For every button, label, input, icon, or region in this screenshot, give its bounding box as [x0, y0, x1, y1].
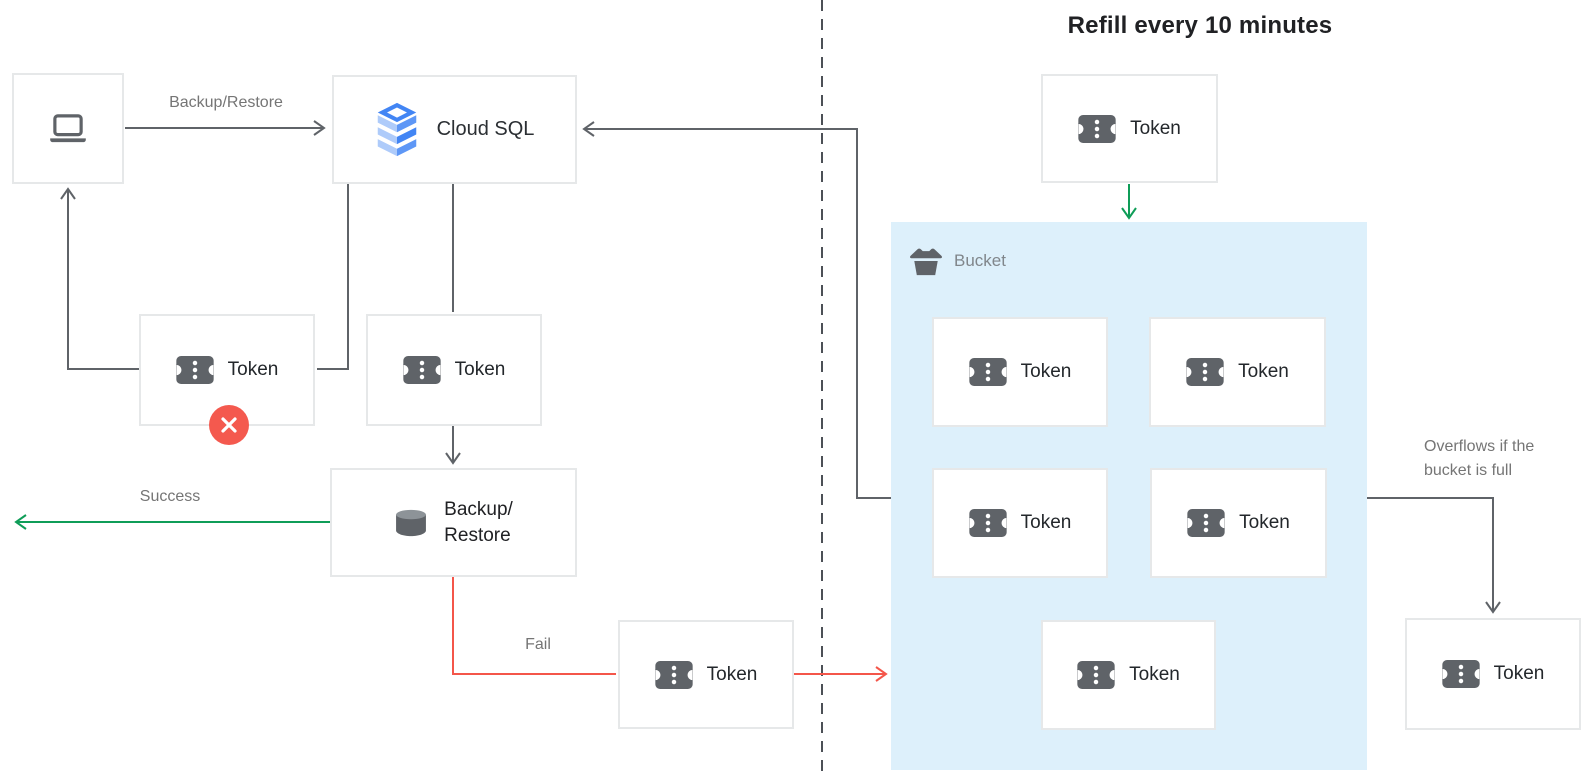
ticket-icon: [1078, 114, 1117, 143]
edge-bucket-overflow: [1367, 497, 1501, 614]
token-label: Token: [454, 359, 506, 380]
token-box: Token: [932, 468, 1108, 578]
token-box-fail: Token: [618, 620, 794, 729]
token-label: Token: [1129, 664, 1180, 685]
token-box: Token: [1149, 317, 1326, 427]
edge-bucket-to-cloudsql: [582, 121, 891, 499]
ticket-icon: [402, 356, 441, 384]
bucket-label: Bucket: [954, 251, 1006, 270]
overflow-label: Overflows if the bucket is full: [1424, 438, 1535, 479]
fail-label: Fail: [525, 636, 551, 653]
token-label: Token: [706, 663, 758, 685]
laptop-icon: [50, 113, 86, 142]
backup-restore-box: Backup/ Restore: [330, 468, 577, 577]
success-label: Success: [139, 488, 201, 505]
token-box-overflow: Token: [1405, 618, 1581, 730]
ticket-icon: [968, 358, 1007, 386]
refill-title: Refill every 10 minutes: [1067, 12, 1333, 39]
token-box-rejected: Token: [139, 314, 315, 445]
ticket-icon: [1186, 358, 1225, 386]
cloud-sql-label: Cloud SQL: [436, 118, 535, 140]
ticket-icon: [175, 356, 214, 384]
token-label: Token: [1020, 361, 1072, 382]
token-box-refill: Token: [1041, 74, 1218, 183]
bucket-region: Bucket Token Token Token Token: [891, 222, 1367, 770]
edge-token-to-laptop: [60, 187, 139, 370]
bucket-header: Bucket: [908, 246, 1006, 276]
edge-cloudsql-to-token: [317, 184, 349, 370]
cloud-sql-box: Cloud SQL: [332, 75, 577, 184]
token-box: Token: [1150, 468, 1327, 578]
ticket-icon: [1077, 661, 1116, 689]
cloud-sql-logo-icon: [377, 102, 416, 157]
ticket-icon: [1441, 660, 1480, 688]
token-label: Token: [227, 359, 279, 380]
ticket-icon: [968, 509, 1007, 537]
token-box: Token: [932, 317, 1108, 427]
token-box: Token: [366, 314, 542, 426]
token-label: Token: [1130, 117, 1181, 139]
token-box: Token: [1041, 620, 1216, 730]
token-label: Token: [1493, 663, 1545, 684]
token-label: Token: [1239, 512, 1290, 533]
backup-restore-label: Backup/ Restore: [444, 498, 513, 546]
edge-fail: [452, 577, 616, 675]
token-label: Token: [1020, 512, 1072, 533]
token-label: Token: [1238, 361, 1289, 382]
ticket-icon: [1187, 509, 1226, 537]
ticket-icon: [654, 660, 693, 689]
bucket-icon: [910, 248, 942, 276]
error-x-icon: [209, 405, 249, 445]
database-icon: [396, 509, 427, 536]
client-laptop-box: [12, 73, 124, 184]
backup-restore-edge-label: Backup/Restore: [169, 94, 283, 111]
